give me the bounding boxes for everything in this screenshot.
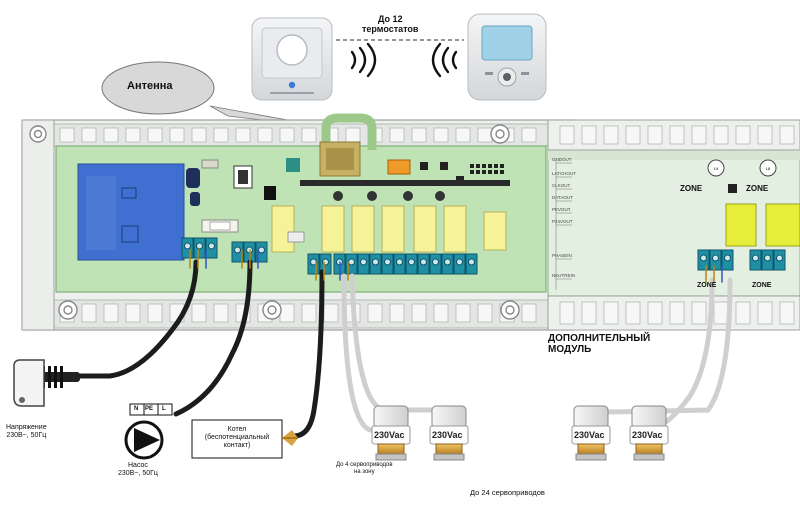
- relay: [321, 205, 345, 253]
- relay: [351, 205, 375, 253]
- thermostats-label: До 12 термостатов: [362, 14, 419, 34]
- wifi-waves-icon: [350, 42, 377, 78]
- thermostat-dial: [251, 17, 333, 101]
- actuator-icon: [429, 405, 469, 461]
- actuator-icon: [571, 405, 611, 461]
- relay: [381, 205, 405, 253]
- power-label: Напряжение 230В~, 50Гц: [6, 424, 47, 439]
- actuator-icon: [371, 405, 411, 461]
- module-pin-label: LATCHOUT: [552, 171, 576, 176]
- actuator-voltage-label: 230Vac: [632, 430, 663, 440]
- module-pin-label: GNDOUT: [552, 157, 572, 162]
- zone-label-1: ZONE: [680, 184, 703, 193]
- zone-label-3: ZONE: [697, 282, 717, 289]
- svg-text:L9: L9: [714, 166, 719, 171]
- actuators-per-zone-label: До 4 сервоприводов на зону: [336, 462, 393, 475]
- zone-relay: [725, 203, 757, 247]
- boiler-box: [191, 419, 298, 459]
- actuator-voltage-label: 230Vac: [574, 430, 605, 440]
- plug-icon: [13, 359, 80, 407]
- actuator-voltage-label: 230Vac: [432, 430, 463, 440]
- relay: [271, 205, 295, 253]
- zone-relay: [765, 203, 800, 247]
- relay: [413, 205, 437, 253]
- extra-module: L9 L8: [547, 119, 800, 331]
- pump-pe-label: PE: [145, 406, 154, 412]
- zone-label-2: ZONE: [746, 184, 769, 193]
- antenna-cable: [321, 113, 377, 152]
- mounting-holes: [29, 124, 520, 320]
- module-pin-label: PEVOUT: [552, 207, 571, 212]
- actuator-voltage-label: 230Vac: [374, 430, 405, 440]
- module-pin-label: P24VOUT: [552, 219, 573, 224]
- pump-n-label: N: [134, 406, 139, 412]
- zone-label-4: ZONE: [752, 282, 772, 289]
- actuators-total-label: До 24 сервоприводов: [470, 488, 545, 497]
- thermostat-display: [467, 13, 547, 101]
- actuator-icon: [629, 405, 669, 461]
- boiler-label: Котел (беспотенциальный контакт): [204, 426, 270, 449]
- pump-l-label: L: [162, 406, 166, 412]
- antenna-label: Антенна: [127, 80, 173, 92]
- wifi-waves-icon: [431, 42, 458, 78]
- module-pin-label: DATAOUT: [552, 195, 573, 200]
- module-pin-label: PHASEIN: [552, 253, 572, 258]
- relay: [483, 211, 507, 251]
- main-pcb: [55, 113, 547, 293]
- module-pin-label: CLKOUT: [552, 183, 571, 188]
- svg-text:L8: L8: [766, 166, 771, 171]
- module-pin-label: NEUTREIN: [552, 273, 576, 278]
- pump-icon: [124, 403, 173, 460]
- extra-module-label: ДОПОЛНИТЕЛЬНЫЙ МОДУЛЬ: [548, 333, 651, 355]
- pump-label: Насос 230В~, 50Гц: [118, 462, 158, 477]
- relay: [443, 205, 467, 253]
